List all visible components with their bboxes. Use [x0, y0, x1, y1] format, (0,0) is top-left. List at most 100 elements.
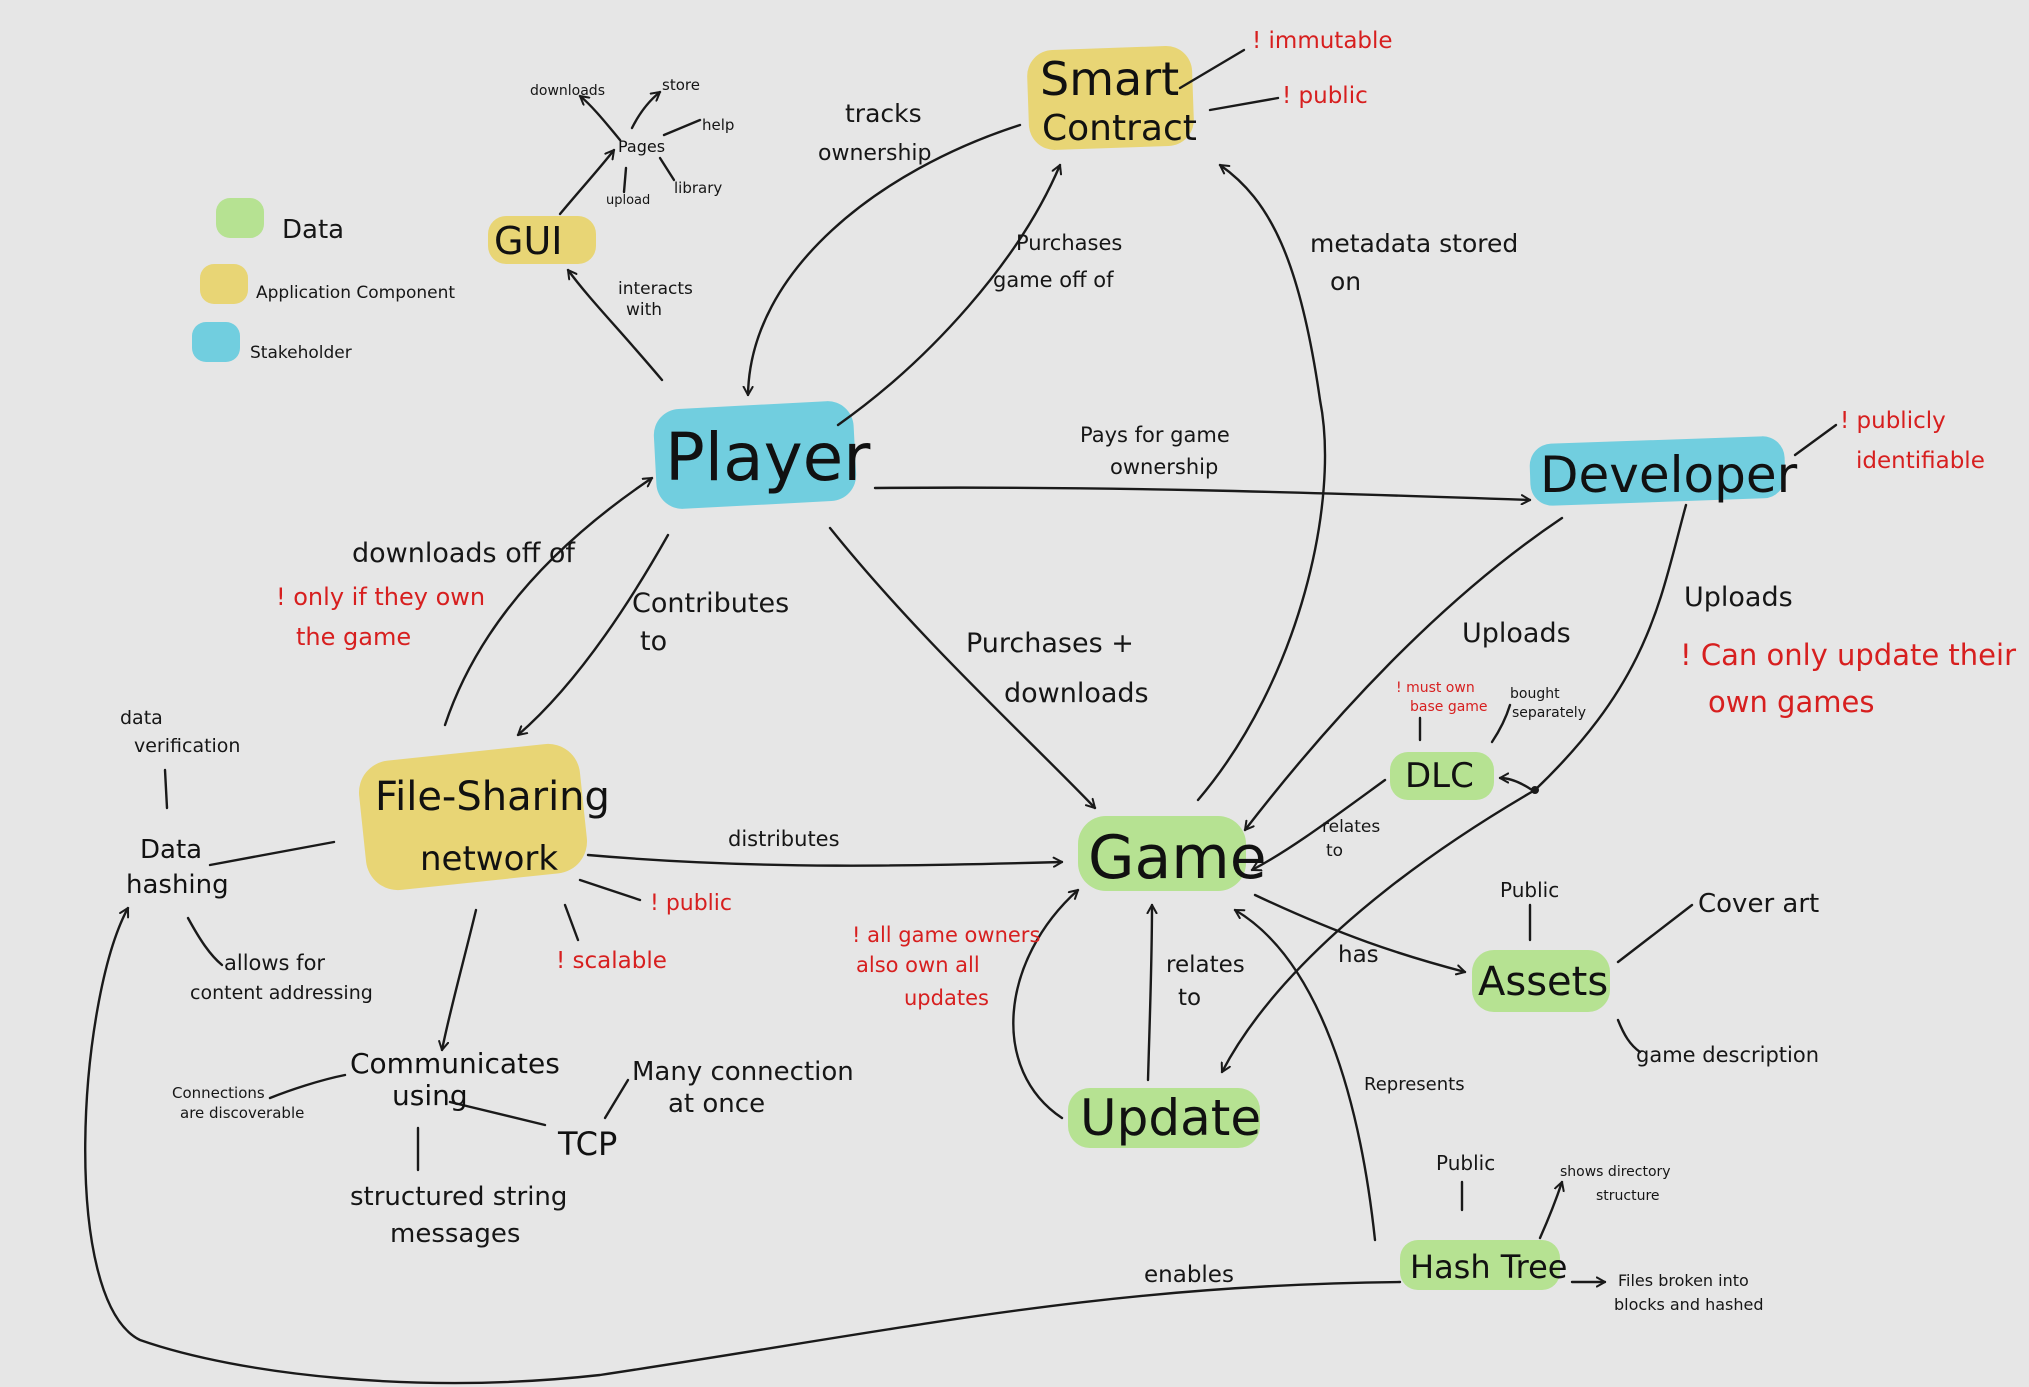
line-pages-help: [662, 118, 702, 137]
node-hash-tree[interactable]: Hash Tree: [1410, 1248, 1567, 1286]
warning-own-game-line1: ! only if they own: [276, 583, 485, 611]
node-smart-contract-line1[interactable]: Smart: [1040, 52, 1179, 106]
edge-filesharing-game: [586, 853, 1064, 866]
node-file-sharing-line2[interactable]: network: [420, 839, 558, 879]
warning-network-public: ! public: [650, 891, 732, 916]
node-dlc[interactable]: DLC: [1405, 756, 1474, 796]
warning-owners-line3: updates: [904, 986, 989, 1010]
note-content-addressing-line1: allows for: [224, 951, 325, 975]
line-pages-library: [658, 156, 676, 182]
edge-dlc-game: [1250, 778, 1387, 870]
node-update[interactable]: Update: [1080, 1089, 1261, 1147]
note-directory-line1: shows directory: [1560, 1164, 1671, 1180]
line-communicates-connections: [268, 1073, 347, 1100]
edge-label-metadata-line1: metadata stored: [1310, 229, 1518, 258]
note-bought-line2: separately: [1512, 705, 1586, 721]
edge-label-purchases-dl-line2: downloads: [1004, 678, 1149, 709]
edge-hashtree-datahashing: [84, 906, 1402, 1385]
note-assets-public: Public: [1500, 878, 1559, 902]
edge-hashtree-directory: [1538, 1180, 1562, 1240]
edge-label-interacts-line1: interacts: [618, 279, 693, 299]
edges: [84, 48, 1838, 1385]
line-tcp-many: [603, 1078, 630, 1120]
edge-label-relates-dlc-line2: to: [1326, 841, 1343, 861]
node-data-hashing-line2[interactable]: hashing: [126, 870, 229, 900]
edge-label-relates-update-line1: relates: [1166, 952, 1245, 978]
edge-player-game: [828, 526, 1097, 810]
note-store: store: [662, 76, 700, 94]
legend-swatch-data: [216, 198, 264, 238]
highlight-assets: [1472, 950, 1610, 1012]
node-smart-contract-line2[interactable]: Contract: [1042, 108, 1197, 149]
line-assets-description: [1616, 1018, 1642, 1054]
line-contract-immutable: [1178, 48, 1246, 90]
node-developer[interactable]: Developer: [1540, 446, 1798, 504]
edge-game-assets: [1253, 893, 1467, 972]
edge-update-game: [1148, 903, 1152, 1082]
node-game[interactable]: Game: [1088, 823, 1267, 893]
node-data-hashing-line1[interactable]: Data: [140, 835, 202, 865]
note-upload: upload: [606, 193, 650, 208]
edge-label-purchases-off-line1: Purchases: [1016, 231, 1122, 255]
edge-label-distributes: distributes: [728, 827, 840, 851]
line-assets-cover: [1616, 903, 1694, 964]
line-filesharing-public: [578, 878, 642, 902]
edge-label-contributes-line1: Contributes: [632, 588, 789, 619]
edge-label-purchases-dl-line1: Purchases +: [966, 628, 1134, 659]
node-communicates-line1[interactable]: Communicates: [350, 1047, 560, 1080]
warning-update-own-line2: own games: [1708, 685, 1874, 719]
edge-player-filesharing: [516, 533, 670, 737]
node-file-sharing-line1[interactable]: File-Sharing: [375, 774, 610, 820]
warning-update-own-line1: ! Can only update their: [1680, 638, 2016, 672]
edge-gui-pages: [558, 148, 616, 216]
warning-base-game-line2: base game: [1410, 699, 1488, 715]
node-assets[interactable]: Assets: [1478, 959, 1608, 1005]
edge-junction-dot: [1531, 786, 1539, 794]
note-data-verification-line2: verification: [134, 735, 240, 757]
edge-label-pays-line1: Pays for game: [1080, 423, 1230, 447]
edge-label-relates-update-line2: to: [1178, 985, 1201, 1011]
line-contract-public: [1208, 96, 1280, 112]
edge-label-metadata-line2: on: [1330, 267, 1361, 296]
edge-label-enables: enables: [1144, 1262, 1234, 1288]
edge-label-contributes-line2: to: [640, 626, 667, 657]
node-player[interactable]: Player: [665, 419, 871, 496]
highlight-game: [1078, 816, 1246, 891]
note-many-connection-line1: Many connection: [632, 1057, 854, 1087]
legend-swatch-stakeholder: [192, 322, 240, 362]
warning-own-game-line2: the game: [296, 623, 411, 651]
note-connections-line1: Connections: [172, 1084, 265, 1102]
highlight-developer: [1529, 436, 1786, 506]
edge-label-tracks-line2: ownership: [818, 141, 931, 166]
highlight-file-sharing: [358, 743, 588, 891]
highlight-player: [653, 401, 857, 509]
edge-update-game-loop: [1012, 888, 1080, 1120]
edge-label-has: has: [1338, 942, 1379, 968]
edge-hashtree-game: [1233, 908, 1377, 1242]
edge-filesharing-communicates: [442, 908, 478, 1052]
edge-label-uploads-dlc: Uploads: [1462, 618, 1571, 649]
edge-filesharing-player: [443, 476, 654, 727]
line-filesharing-datahashing: [208, 840, 336, 867]
line-developer-identifiable: [1793, 423, 1838, 457]
edge-label-uploads-update: Uploads: [1684, 582, 1793, 613]
highlight-update: [1068, 1088, 1260, 1148]
legend-label-component: Application Component: [256, 283, 455, 303]
warning-contract-public: ! public: [1282, 83, 1368, 109]
node-tcp[interactable]: TCP: [557, 1125, 617, 1163]
notes: downloads store help upload library data…: [120, 76, 1819, 1314]
node-communicates-line2[interactable]: using: [392, 1079, 468, 1112]
edge-player-developer: [873, 486, 1532, 500]
node-gui[interactable]: GUI: [494, 219, 562, 263]
legend-label-stakeholder: Stakeholder: [250, 343, 352, 363]
edge-contract-player: [748, 123, 1022, 397]
note-data-verification-line1: data: [120, 707, 163, 729]
node-pages[interactable]: Pages: [618, 137, 665, 156]
note-library: library: [674, 179, 722, 197]
line-datahashing-verification: [163, 768, 169, 810]
edge-game-contract: [1196, 163, 1327, 802]
highlight-gui: [488, 216, 596, 264]
edge-label-represents: Represents: [1364, 1074, 1465, 1095]
edge-player-gui: [566, 268, 664, 382]
